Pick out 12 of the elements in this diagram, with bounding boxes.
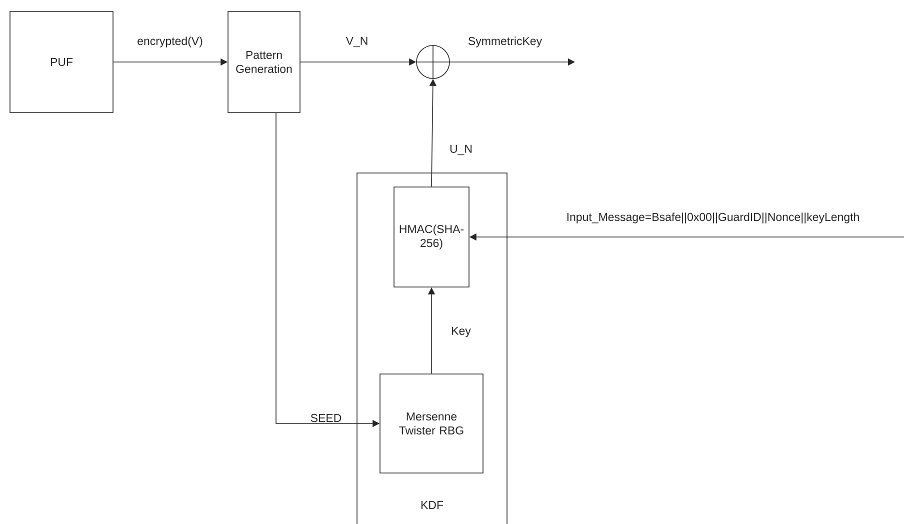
process-box: Mersenne Twister RBG <box>380 374 484 474</box>
edge-label: encrypted(V) <box>138 36 202 48</box>
process-box: HMAC(SHA-256) <box>394 186 470 288</box>
process-box: PUF <box>10 11 114 113</box>
xor-circle <box>416 44 450 80</box>
edge-label: SymmetricKey <box>468 36 542 48</box>
edge-label: U_N <box>450 144 472 156</box>
process-box: Pattern Generation <box>228 11 300 113</box>
edge-label: SEED <box>310 414 342 422</box>
edge-label: Input_Message=Bsafe||0x00||GuardID||Nonce||keyLength <box>567 212 859 224</box>
edge-label: Key <box>452 326 471 338</box>
edge-label: V_N <box>346 36 368 48</box>
